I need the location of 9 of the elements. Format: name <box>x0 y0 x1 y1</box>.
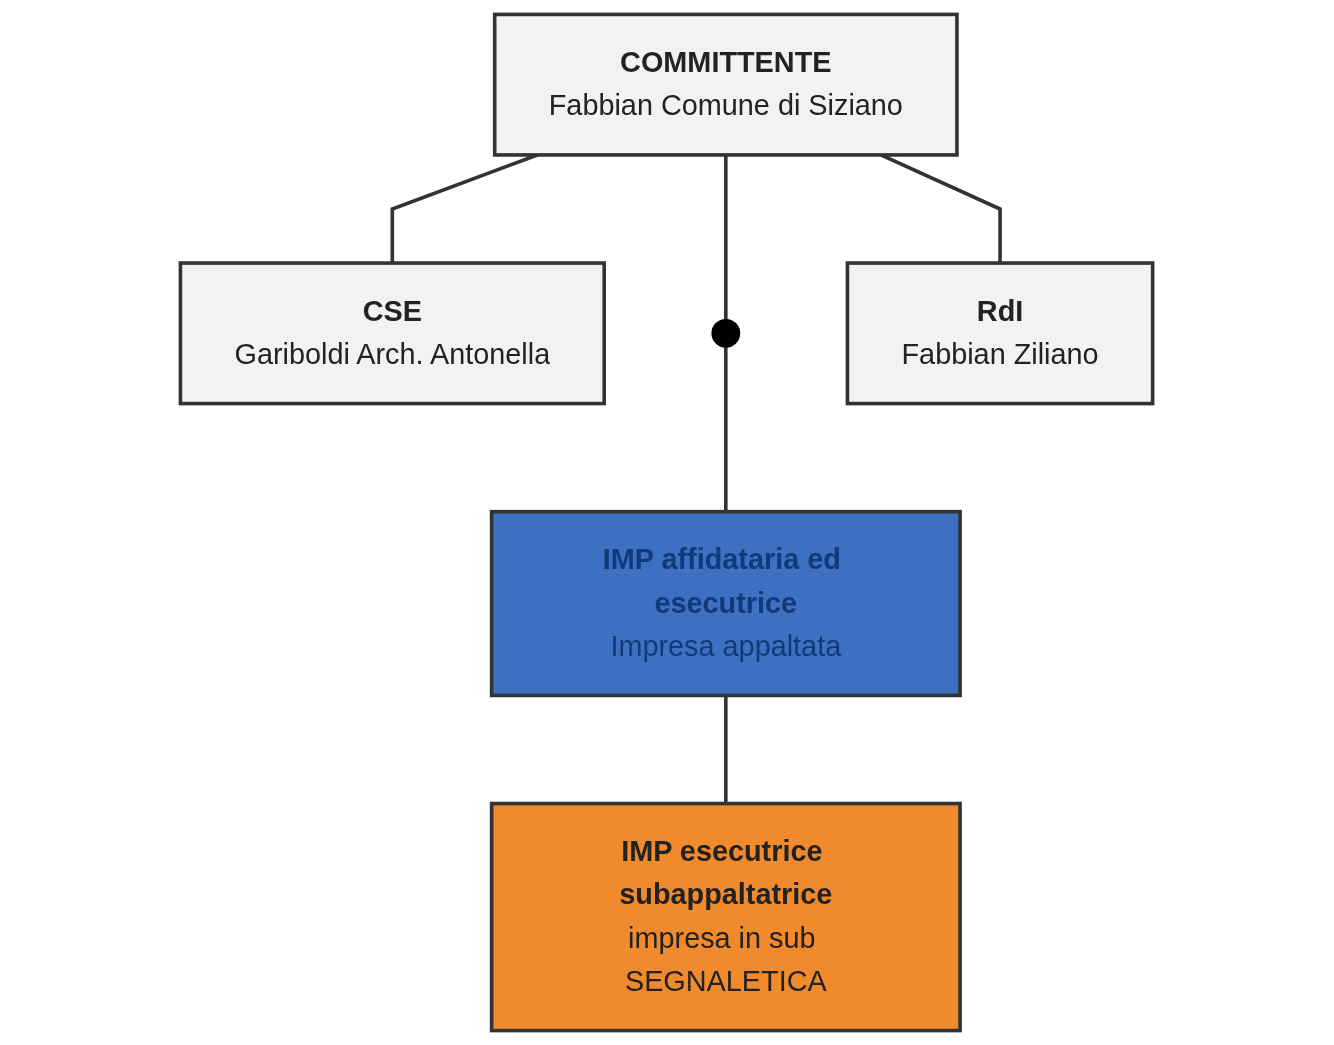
connector <box>724 346 729 512</box>
node-circle <box>711 318 741 348</box>
node-box: IMP esecutrice subappaltatrice impresa in sub SEGNALETICA <box>490 801 963 1033</box>
node-box: CSE Gariboldi Arch. Antonella <box>179 261 607 406</box>
node-box: COMMITTENTE Fabbian Comune di Siziano <box>493 12 960 157</box>
connector <box>724 154 729 320</box>
node-box: RdI Fabbian Ziliano <box>846 261 1155 406</box>
node-box: IMP affidataria ed esecutrice Impresa appaltata <box>490 509 963 698</box>
connector <box>724 695 729 804</box>
